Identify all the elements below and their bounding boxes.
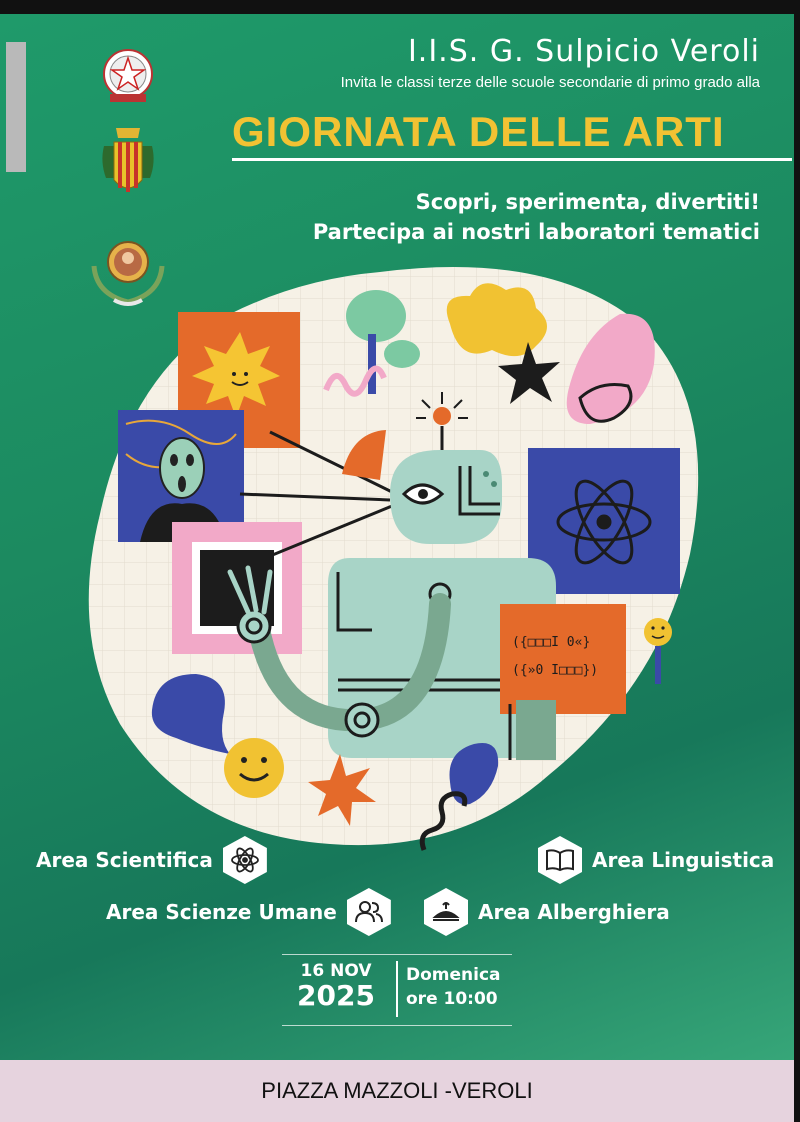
people-hex-icon	[346, 888, 391, 936]
date-divider	[396, 961, 398, 1017]
area-linguistica: Area Linguistica	[538, 836, 774, 884]
area-alberghiera: Area Alberghiera	[424, 888, 670, 936]
tagline-line-1: Scopri, sperimenta, divertiti!	[415, 190, 760, 214]
invitation-text: Invita le classi terze delle scuole seco…	[340, 74, 760, 91]
location-text: PIAZZA MAZZOLI -VEROLI	[261, 1078, 533, 1103]
code-line-1: ({□□□I 0«}	[512, 635, 590, 650]
poster: I.I.S. G. Sulpicio Veroli Invita le clas…	[0, 14, 794, 1122]
code-panel	[500, 604, 626, 714]
robot-head	[390, 450, 502, 544]
area-scientifica: Area Scientifica	[36, 836, 267, 884]
area-linguistica-label: Area Linguistica	[592, 848, 775, 872]
event-date-box: 16 NOV 2025 Domenica ore 10:00	[282, 954, 512, 1026]
tagline-line-2: Partecipa ai nostri laboratori tematici	[312, 220, 760, 244]
event-title: GIORNATA DELLE ARTI	[232, 108, 725, 155]
event-year: 2025	[297, 979, 375, 1012]
school-portrait-emblem-icon	[91, 241, 165, 306]
area-scientifica-label: Area Scientifica	[36, 848, 213, 872]
location-footer: PIAZZA MAZZOLI -VEROLI	[0, 1060, 794, 1122]
sun-icon	[192, 332, 280, 418]
black-star	[498, 342, 560, 404]
event-weekday: Domenica	[406, 965, 501, 985]
yellow-smiley	[224, 738, 284, 798]
book-hex-icon	[538, 836, 582, 884]
left-accent-bar	[6, 42, 26, 172]
robot-art-illustration: ({□□□I 0«} ({»0 I□□□})	[88, 266, 699, 851]
area-alberghiera-label: Area Alberghiera	[478, 900, 670, 924]
school-name: I.I.S. G. Sulpicio Veroli	[407, 34, 760, 69]
title-underline	[232, 158, 792, 161]
food-plate-hex-icon	[424, 888, 468, 936]
event-day-month: 16 NOV	[300, 961, 372, 981]
area-scienze-umane: Area Scienze Umane	[106, 888, 391, 936]
code-line-2: ({»0 I□□□})	[512, 663, 598, 678]
atom-icon	[556, 479, 652, 565]
event-date: 16 NOV 2025	[282, 961, 390, 1011]
event-time-block: Domenica ore 10:00	[406, 963, 501, 1011]
yellow-flower	[446, 283, 547, 357]
event-time: ore 10:00	[406, 989, 498, 1009]
coat-of-arms-icon	[102, 128, 154, 192]
atom-hex-icon	[222, 836, 267, 884]
area-scienze-umane-label: Area Scienze Umane	[106, 900, 337, 924]
italian-republic-emblem-icon	[103, 49, 153, 102]
